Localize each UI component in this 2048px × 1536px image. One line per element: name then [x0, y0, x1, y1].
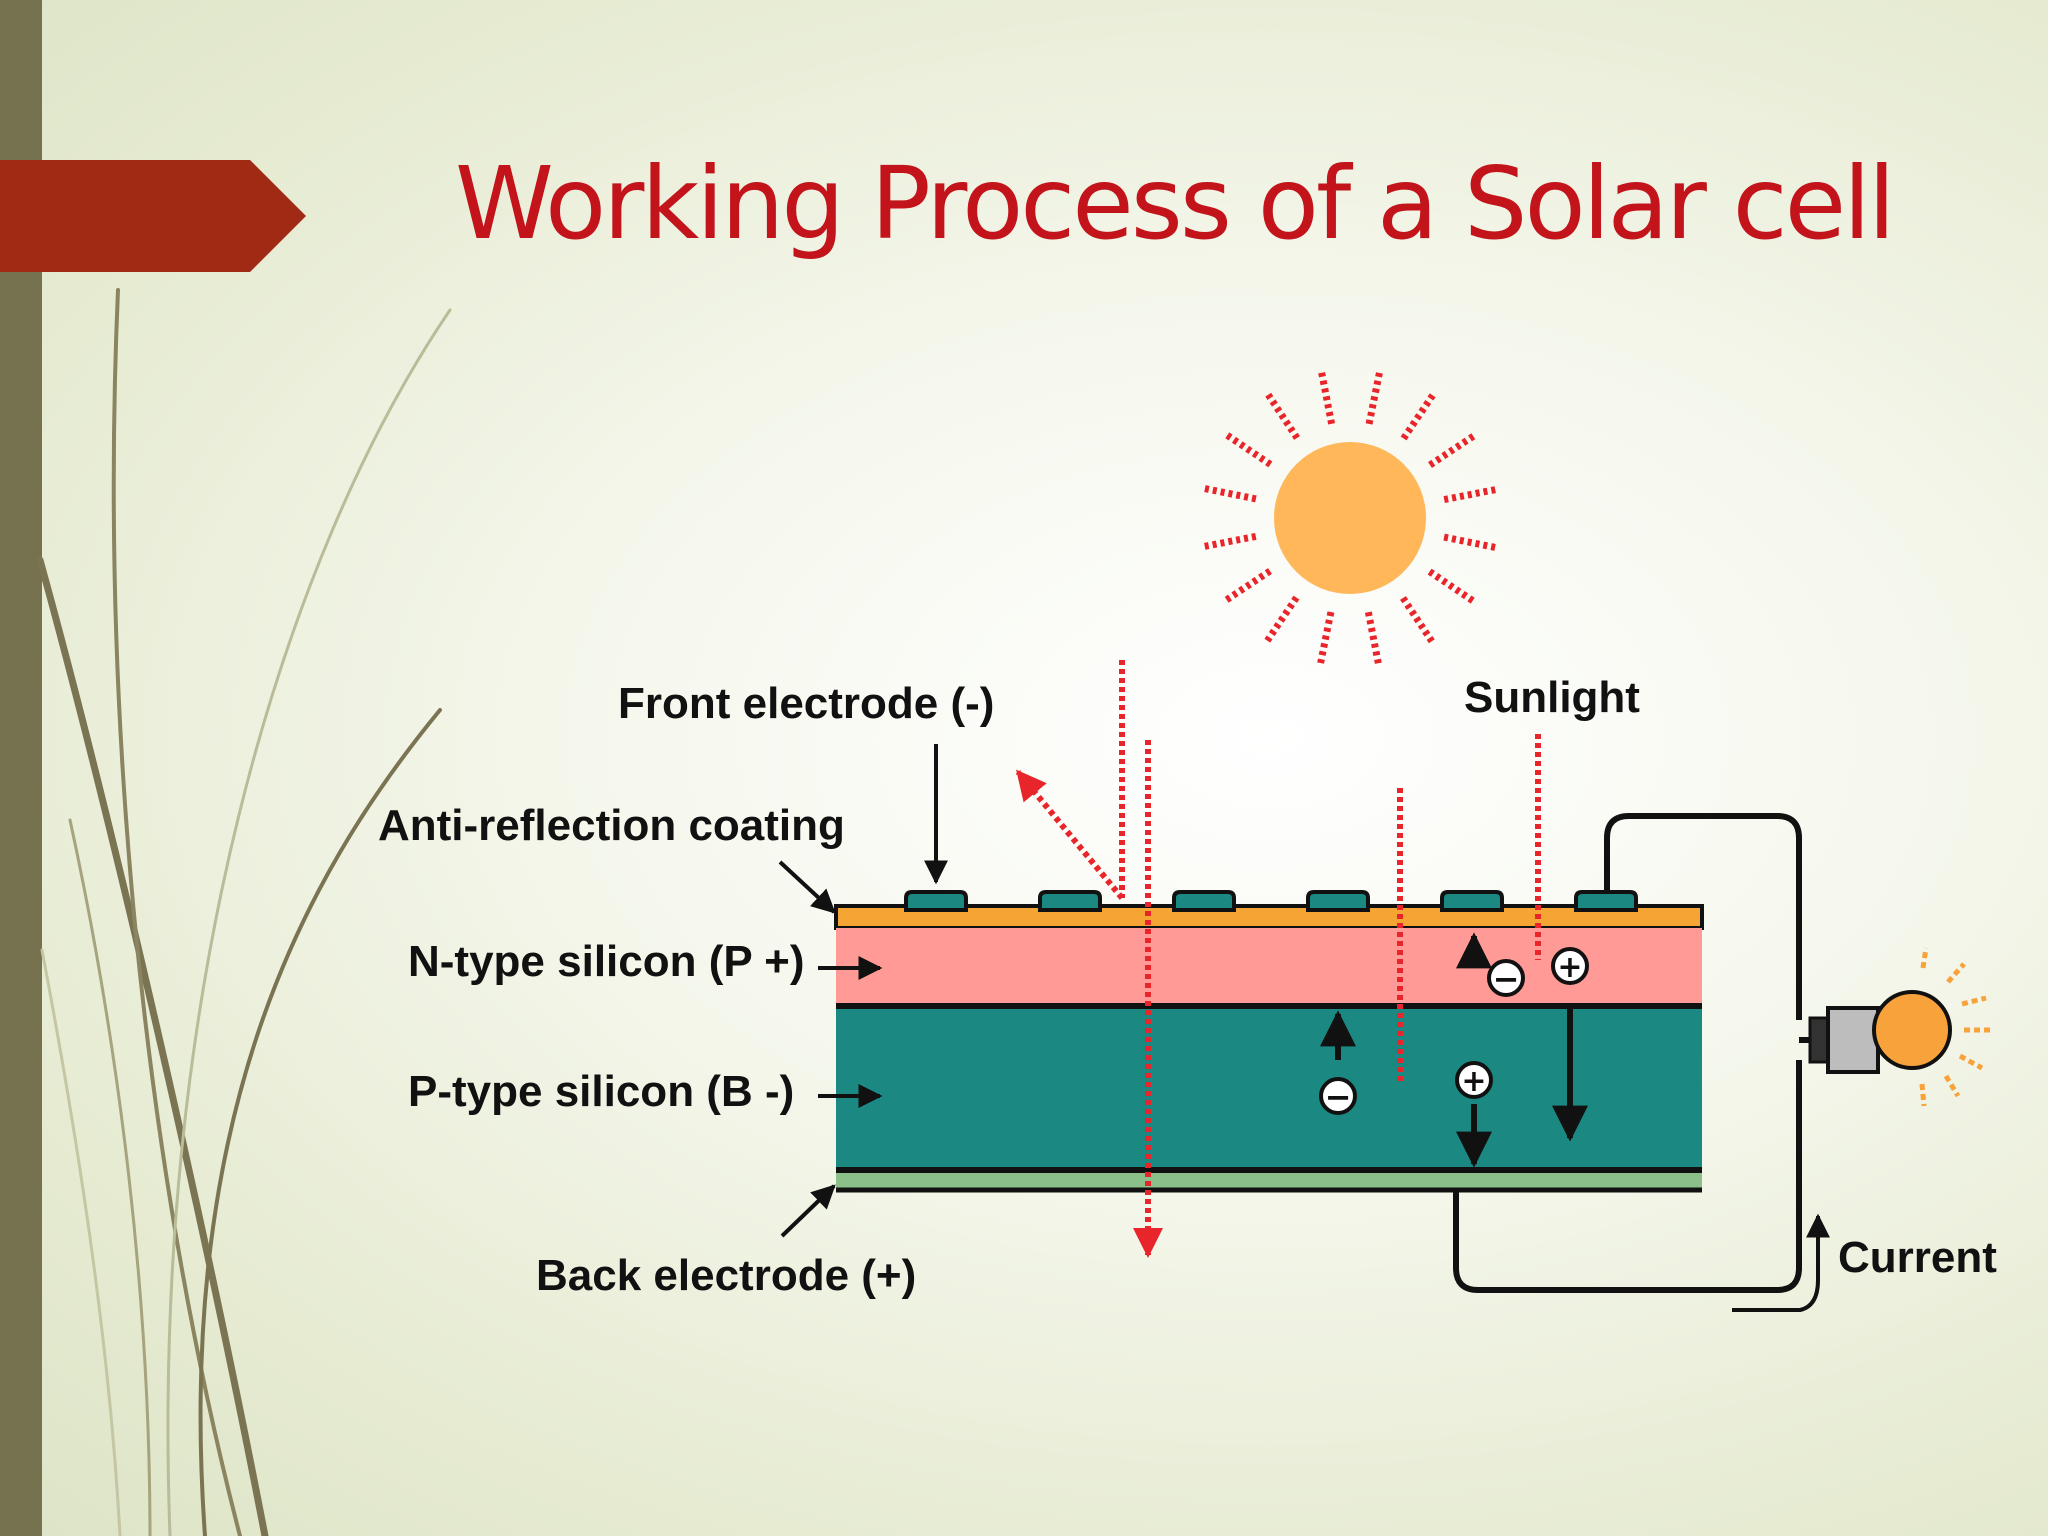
electron-charge: − — [1487, 959, 1525, 998]
sun-ray — [1316, 611, 1335, 666]
sun-ray — [1443, 533, 1498, 552]
sun-ray — [1400, 596, 1436, 645]
sun-ray — [1427, 568, 1477, 605]
sun-ray — [1263, 595, 1300, 645]
sun-ray — [1223, 431, 1273, 468]
label-current: Current — [1838, 1233, 1997, 1282]
svg-text:−: − — [1325, 1078, 1352, 1116]
label-n-type-silicon: N-type silicon (P +) — [408, 937, 805, 986]
sun-ray — [1400, 391, 1437, 441]
label-anti-reflection-coating: Anti-reflection coating — [378, 801, 845, 850]
sun-ray — [1202, 484, 1257, 503]
label-pointers — [778, 744, 948, 1238]
electron-charge: − — [1319, 1077, 1357, 1116]
sun-ray — [1364, 611, 1383, 666]
svg-text:+: + — [1557, 950, 1582, 985]
sun-ray — [1223, 568, 1272, 604]
sun-ray — [1317, 370, 1336, 425]
label-p-type-silicon: P-type silicon (B -) — [408, 1067, 794, 1116]
sun-ray — [1202, 532, 1257, 551]
p-type-silicon-layer — [836, 1006, 1702, 1170]
hole-charge: + — [1551, 947, 1589, 985]
hole-charge: + — [1455, 1061, 1493, 1099]
svg-text:+: + — [1461, 1064, 1486, 1099]
slide-title: Working Process of a Solar cell — [455, 145, 1896, 262]
front-electrodes — [904, 890, 1638, 912]
sunlight-rays — [1015, 660, 1541, 1258]
sun-ray — [1264, 391, 1300, 440]
sun-icon — [1202, 370, 1498, 666]
sun-ray — [1443, 485, 1498, 504]
light-bulb-icon — [1808, 947, 1990, 1107]
label-sunlight: Sunlight — [1464, 673, 1640, 722]
sun-ray — [1428, 432, 1477, 468]
label-back-electrode: Back electrode (+) — [536, 1251, 916, 1300]
charge-carriers: − − + + — [1319, 932, 1589, 1168]
title-arrow-banner — [0, 160, 306, 272]
svg-text:−: − — [1493, 960, 1520, 998]
label-front-electrode: Front electrode (-) — [618, 679, 994, 728]
sun-ray — [1365, 370, 1384, 425]
current-arrow — [1732, 1213, 1830, 1312]
back-electrode-layer — [836, 1170, 1702, 1190]
sun-rays — [1202, 370, 1498, 666]
